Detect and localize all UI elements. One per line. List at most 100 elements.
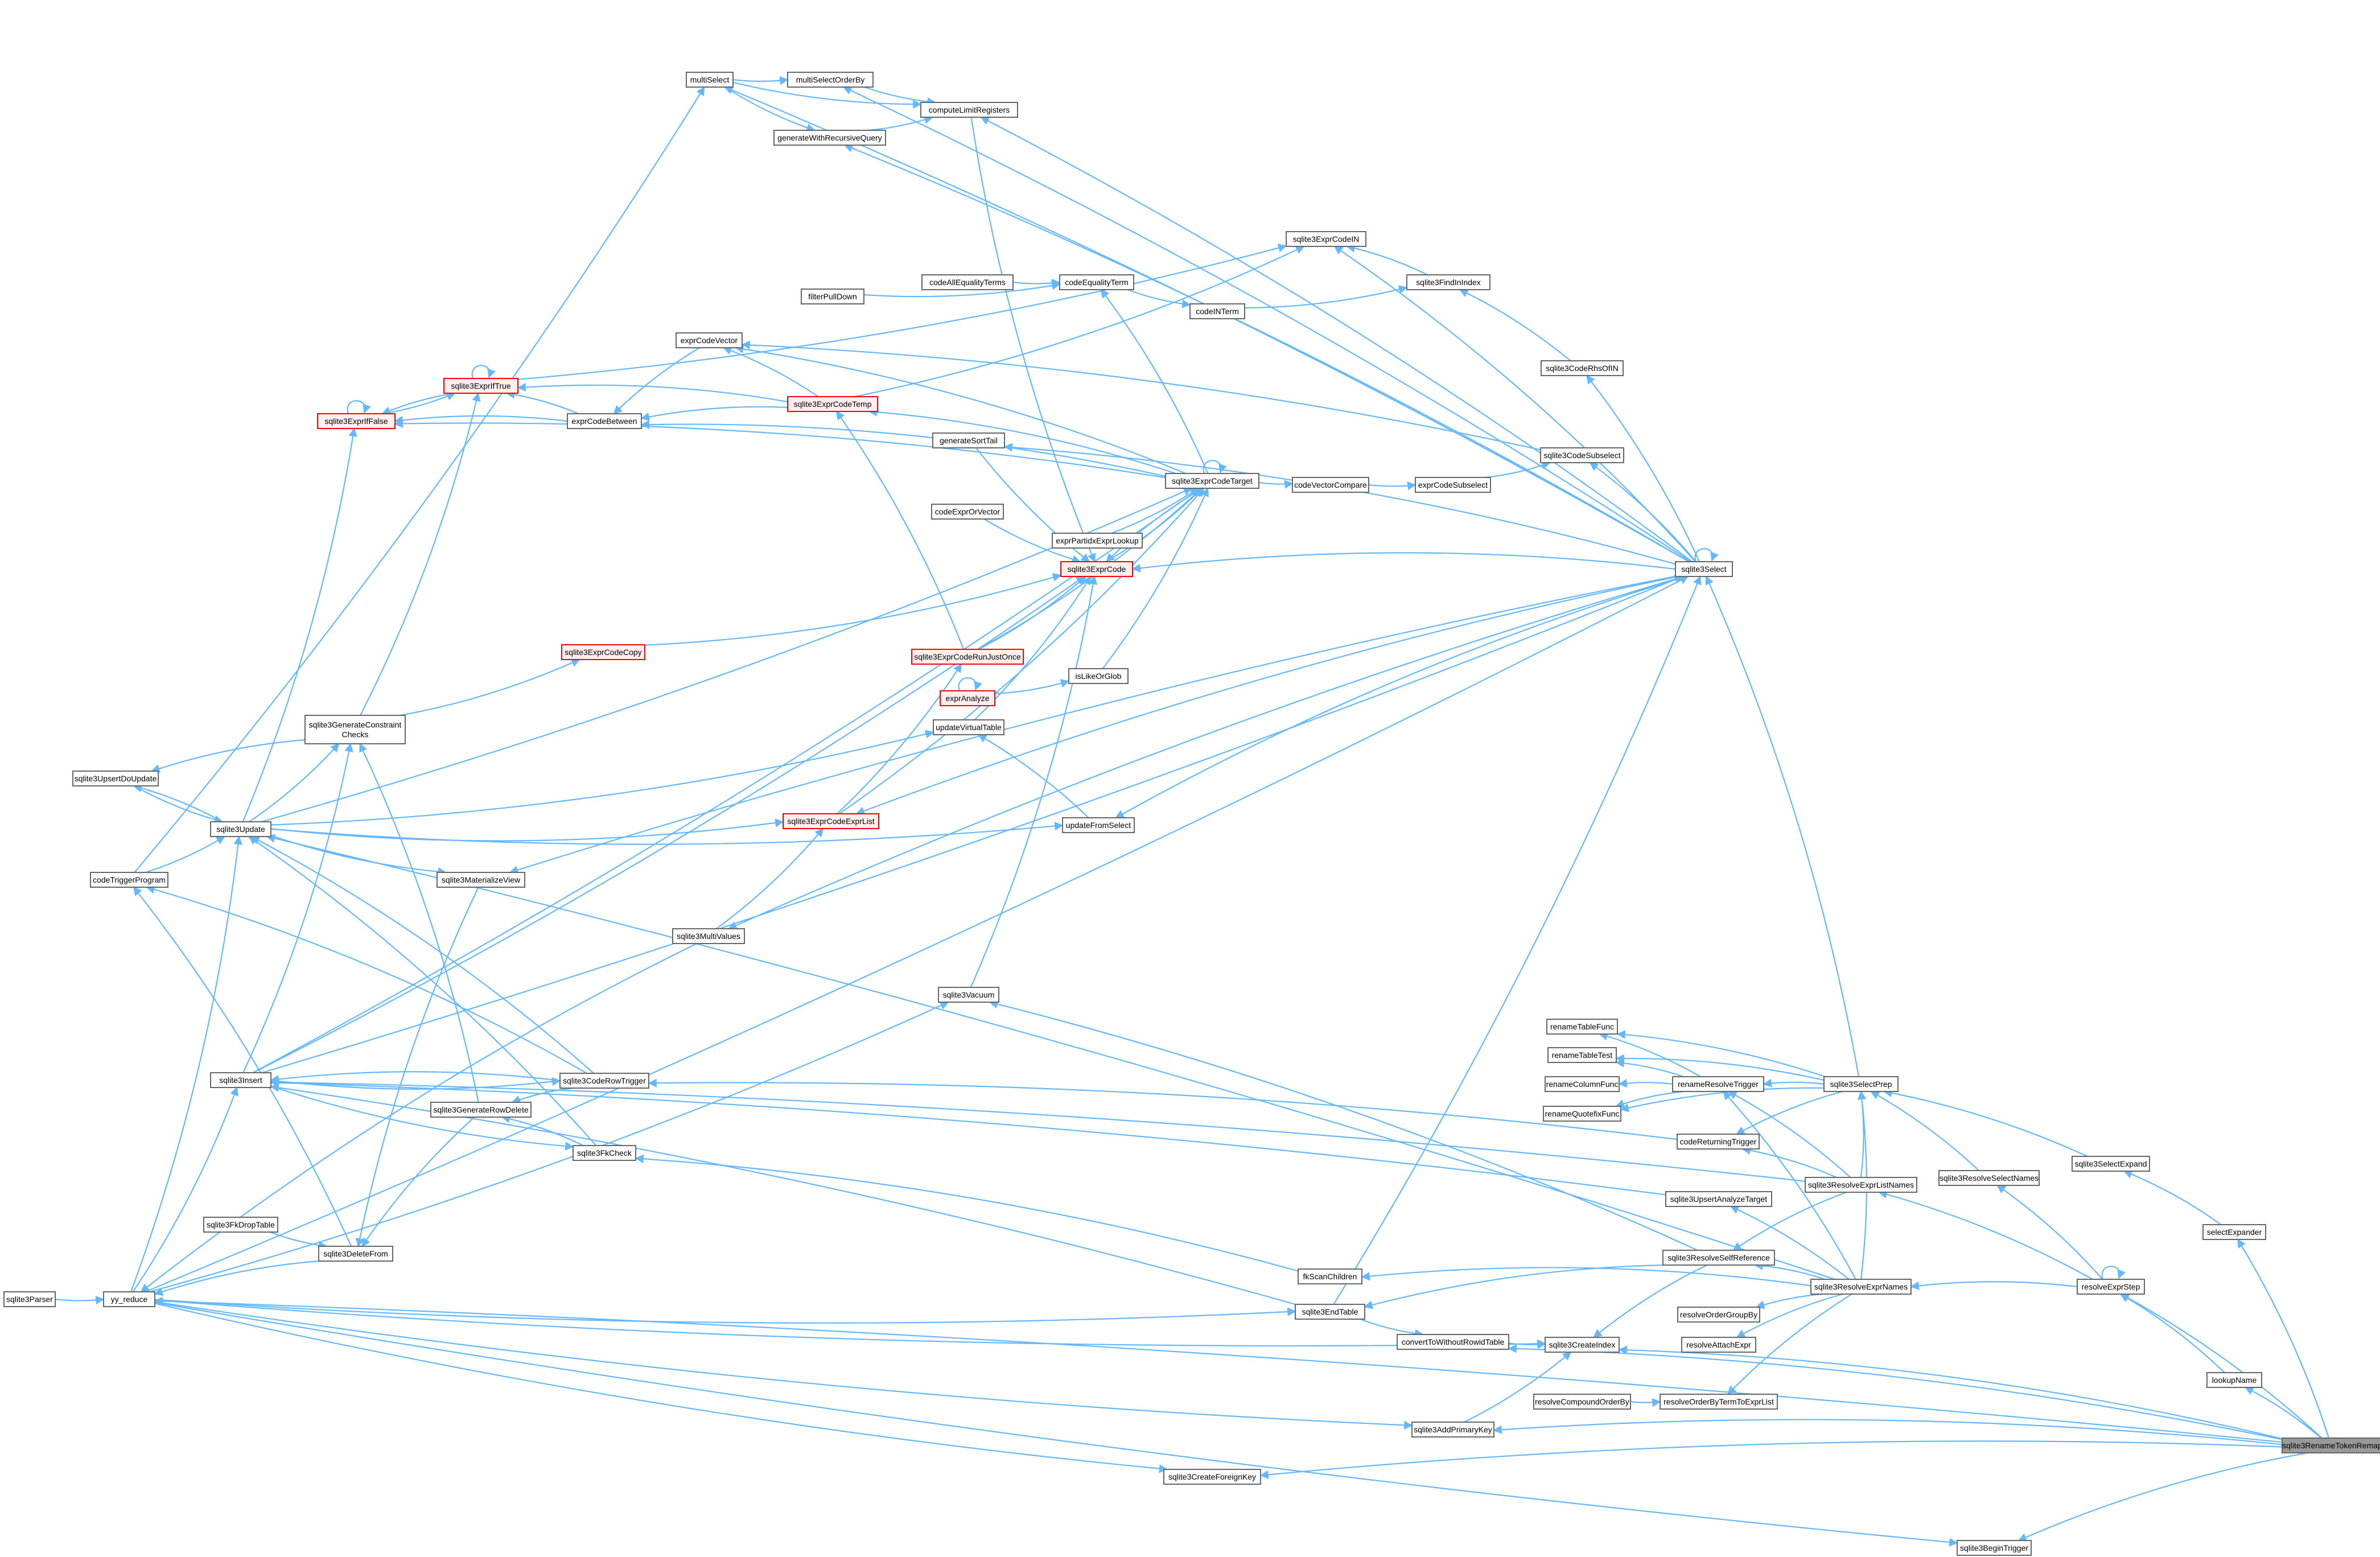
node-box	[559, 1073, 649, 1089]
node-generateSortTail[interactable]: generateSortTail	[932, 432, 1005, 448]
edge-sqlite3GenerateConstraintChecks-to-sqlite3ExprCodeCopy	[400, 658, 580, 716]
node-sqlite3ResolveSelectNames[interactable]: sqlite3ResolveSelectNames	[1938, 1170, 2040, 1186]
node-sqlite3Insert[interactable]: sqlite3Insert	[210, 1072, 271, 1088]
node-sqlite3EndTable[interactable]: sqlite3EndTable	[1295, 1304, 1365, 1320]
node-sqlite3CreateIndex[interactable]: sqlite3CreateIndex	[1545, 1337, 1620, 1353]
node-exprCodeBetween[interactable]: exprCodeBetween	[567, 413, 642, 429]
node-sqlite3ExprIfFalse[interactable]: sqlite3ExprIfFalse	[317, 413, 396, 429]
node-isLikeOrGlob[interactable]: isLikeOrGlob	[1068, 668, 1129, 684]
node-label: convertToWithoutRowidTable	[1402, 1337, 1505, 1346]
node-sqlite3MultiValues[interactable]: sqlite3MultiValues	[672, 928, 745, 944]
edge-sqlite3RenameTokenRemap-to-yy_reduce	[154, 1296, 2283, 1443]
node-renameTableFunc[interactable]: renameTableFunc	[1546, 1019, 1618, 1035]
edge-sqlite3Insert-to-sqlite3GenerateConstraintChecks	[242, 743, 353, 1073]
node-resolveOrderGroupBy[interactable]: resolveOrderGroupBy	[1677, 1307, 1760, 1323]
node-sqlite3Vacuum[interactable]: sqlite3Vacuum	[938, 987, 999, 1003]
node-sqlite3ExprCode[interactable]: sqlite3ExprCode	[1060, 561, 1133, 577]
edge-renameResolveTrigger-to-renameTableTest	[1615, 1058, 1684, 1078]
node-sqlite3ExprIfTrue[interactable]: sqlite3ExprIfTrue	[443, 378, 518, 394]
edge-filterPullDown-to-codeEqualityTerm	[863, 281, 1061, 298]
node-multiSelect[interactable]: multiSelect	[686, 72, 734, 88]
node-sqlite3CodeRowTrigger[interactable]: sqlite3CodeRowTrigger	[559, 1073, 649, 1089]
node-sqlite3SelectPrep[interactable]: sqlite3SelectPrep	[1823, 1076, 1899, 1092]
node-sqlite3Parser[interactable]: sqlite3Parser	[3, 1291, 56, 1307]
node-sqlite3BeginTrigger[interactable]: sqlite3BeginTrigger	[1957, 1540, 2032, 1556]
node-codeReturningTrigger[interactable]: codeReturningTrigger	[1677, 1134, 1760, 1150]
node-sqlite3SelectExpand[interactable]: sqlite3SelectExpand	[2072, 1156, 2150, 1172]
node-label: isLikeOrGlob	[1076, 672, 1122, 681]
node-resolveOrderByTermToExprList[interactable]: resolveOrderByTermToExprList	[1660, 1394, 1778, 1410]
node-box	[1662, 1250, 1775, 1266]
edge-sqlite3EndTable-to-sqlite3Insert	[270, 1083, 1296, 1305]
node-resolveExprStep[interactable]: resolveExprStep	[2077, 1279, 2145, 1295]
node-renameTableTest[interactable]: renameTableTest	[1547, 1047, 1617, 1063]
node-sqlite3FkCheck[interactable]: sqlite3FkCheck	[573, 1145, 636, 1161]
node-generateWithRecursiveQuery[interactable]: generateWithRecursiveQuery	[773, 130, 886, 146]
node-yy_reduce[interactable]: yy_reduce	[103, 1291, 155, 1307]
node-sqlite3ResolveExprListNames[interactable]: sqlite3ResolveExprListNames	[1805, 1177, 1917, 1193]
node-sqlite3MaterializeView[interactable]: sqlite3MaterializeView	[437, 872, 525, 888]
node-sqlite3GenerateRowDelete[interactable]: sqlite3GenerateRowDelete	[430, 1102, 532, 1118]
node-label: sqlite3Parser	[6, 1295, 53, 1304]
node-sqlite3FkDropTable[interactable]: sqlite3FkDropTable	[203, 1217, 278, 1233]
edge-sqlite3GenerateConstraintChecks-to-sqlite3ExprIfTrue	[360, 392, 481, 716]
node-updateVirtualTable[interactable]: updateVirtualTable	[933, 719, 1004, 735]
node-label: sqlite3UpsertDoUpdate	[75, 774, 157, 783]
node-sqlite3CodeSubselect[interactable]: sqlite3CodeSubselect	[1540, 447, 1624, 463]
node-codeEqualityTerm[interactable]: codeEqualityTerm	[1059, 274, 1134, 290]
node-sqlite3CodeRhsOfIN[interactable]: sqlite3CodeRhsOfIN	[1541, 360, 1624, 376]
node-box	[931, 504, 1004, 520]
node-sqlite3ExprCodeExprList[interactable]: sqlite3ExprCodeExprList	[783, 813, 879, 829]
node-codeVectorCompare[interactable]: codeVectorCompare	[1292, 477, 1369, 493]
node-renameResolveTrigger[interactable]: renameResolveTrigger	[1672, 1076, 1764, 1092]
node-sqlite3ExprCodeIN[interactable]: sqlite3ExprCodeIN	[1286, 231, 1366, 247]
node-codeAllEqualityTerms[interactable]: codeAllEqualityTerms	[921, 274, 1014, 290]
node-sqlite3CreateForeignKey[interactable]: sqlite3CreateForeignKey	[1163, 1469, 1261, 1485]
node-sqlite3DeleteFrom[interactable]: sqlite3DeleteFrom	[318, 1246, 393, 1262]
node-codeTriggerProgram[interactable]: codeTriggerProgram	[90, 872, 168, 888]
edge-renameResolveTrigger-to-renameTableFunc	[1599, 1032, 1701, 1077]
node-computeLimitRegisters[interactable]: computeLimitRegisters	[920, 102, 1018, 118]
node-sqlite3ExprCodeTemp[interactable]: sqlite3ExprCodeTemp	[787, 396, 878, 412]
node-exprCodeVector[interactable]: exprCodeVector	[676, 332, 743, 348]
node-selectExpander[interactable]: selectExpander	[2202, 1224, 2266, 1240]
node-sqlite3Update[interactable]: sqlite3Update	[210, 821, 271, 837]
node-lookupName[interactable]: lookupName	[2206, 1372, 2262, 1388]
node-resolveCompoundOrderBy[interactable]: resolveCompoundOrderBy	[1533, 1394, 1631, 1410]
node-sqlite3ExprCodeCopy[interactable]: sqlite3ExprCodeCopy	[561, 644, 645, 660]
node-sqlite3ExprCodeTarget[interactable]: sqlite3ExprCodeTarget	[1165, 473, 1259, 489]
node-sqlite3ExprCodeRunJustOnce[interactable]: sqlite3ExprCodeRunJustOnce	[911, 649, 1024, 665]
node-box	[1957, 1540, 2032, 1556]
node-convertToWithoutRowidTable[interactable]: convertToWithoutRowidTable	[1397, 1334, 1509, 1350]
node-codeINTerm[interactable]: codeINTerm	[1189, 303, 1245, 319]
node-updateFromSelect[interactable]: updateFromSelect	[1062, 817, 1135, 833]
edge-sqlite3DeleteFrom-to-codeTriggerProgram	[133, 886, 352, 1247]
node-exprCodeSubselect[interactable]: exprCodeSubselect	[1415, 477, 1491, 493]
node-codeExprOrVector[interactable]: codeExprOrVector	[931, 504, 1004, 520]
node-label: updateFromSelect	[1066, 821, 1131, 830]
node-box	[1545, 1076, 1620, 1092]
edge-sqlite3Select-to-sqlite3CodeRhsOfIN	[1586, 374, 1700, 562]
node-sqlite3ResolveExprNames[interactable]: sqlite3ResolveExprNames	[1810, 1279, 1912, 1295]
node-sqlite3ResolveSelfReference[interactable]: sqlite3ResolveSelfReference	[1662, 1250, 1775, 1266]
node-exprAnalyze[interactable]: exprAnalyze	[940, 690, 995, 706]
node-box	[773, 130, 886, 146]
node-renameQuotefixFunc[interactable]: renameQuotefixFunc	[1543, 1106, 1621, 1122]
node-sqlite3Select[interactable]: sqlite3Select	[1675, 561, 1733, 577]
node-sqlite3UpsertDoUpdate[interactable]: sqlite3UpsertDoUpdate	[72, 771, 159, 786]
node-renameColumnFunc[interactable]: renameColumnFunc	[1545, 1076, 1620, 1092]
node-sqlite3AddPrimaryKey[interactable]: sqlite3AddPrimaryKey	[1411, 1422, 1494, 1437]
edge-yy_reduce-to-sqlite3AddPrimaryKey	[154, 1301, 1413, 1430]
edge-sqlite3GenerateRowDelete-to-sqlite3GenerateConstraintChecks	[359, 743, 479, 1103]
node-filterPullDown[interactable]: filterPullDown	[801, 289, 864, 304]
node-exprPartidxExprLookup[interactable]: exprPartidxExprLookup	[1052, 533, 1143, 549]
node-label: exprCodeSubselect	[1418, 480, 1488, 489]
node-fkScanChildren[interactable]: fkScanChildren	[1298, 1268, 1362, 1284]
node-sqlite3FindInIndex[interactable]: sqlite3FindInIndex	[1406, 274, 1490, 290]
node-resolveAttachExpr[interactable]: resolveAttachExpr	[1681, 1337, 1756, 1353]
edge-sqlite3CodeRowTrigger-to-codeTriggerProgram	[146, 885, 587, 1074]
node-multiSelectOrderBy[interactable]: multiSelectOrderBy	[787, 72, 874, 88]
node-sqlite3RenameTokenRemap[interactable]: sqlite3RenameTokenRemap	[2282, 1437, 2380, 1453]
node-sqlite3UpsertAnalyzeTarget[interactable]: sqlite3UpsertAnalyzeTarget	[1665, 1191, 1772, 1207]
